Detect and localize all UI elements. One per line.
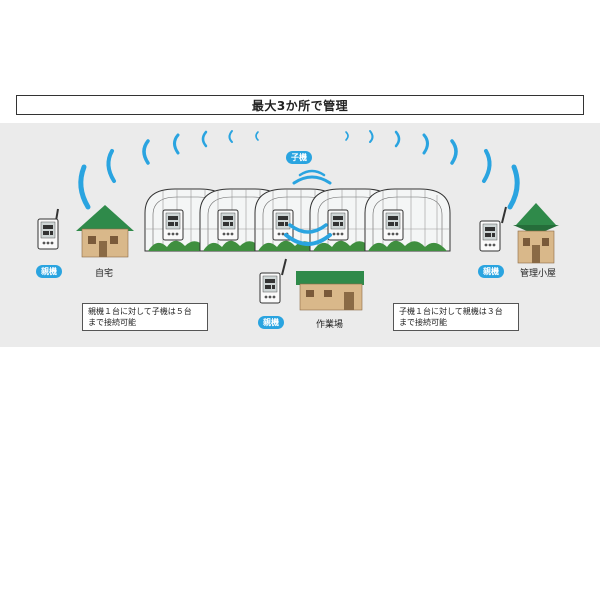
child-device-5 xyxy=(382,209,404,241)
parent-device-home xyxy=(37,208,59,250)
parent-device-hut xyxy=(479,206,507,252)
child-device-1 xyxy=(162,209,184,241)
workshop-building-icon xyxy=(296,271,364,311)
scene-svg xyxy=(37,130,559,311)
note-left: 親機１台に対して子機は５台 まで接続可能 xyxy=(82,303,208,331)
page-title: 最大3か所で管理 xyxy=(16,95,584,115)
note-left-line1: 親機１台に対して子機は５台 xyxy=(88,307,192,316)
parent-device-workshop xyxy=(259,258,287,304)
parent-tag-home: 親機 xyxy=(36,265,62,278)
greenhouse-5 xyxy=(364,188,451,252)
child-tag: 子機 xyxy=(286,151,312,164)
parent-tag-workshop: 親機 xyxy=(258,316,284,329)
home-house-icon xyxy=(76,205,134,258)
illustration-panel: 子機 親機 親機 親機 自宅 管理小屋 作業場 親機１台に対して子機は５台 まで… xyxy=(0,123,600,347)
child-device-2 xyxy=(217,209,239,241)
note-right-line1: 子機１台に対して親機は３台 xyxy=(399,307,503,316)
label-workshop: 作業場 xyxy=(316,320,344,330)
hut-building-icon xyxy=(513,203,559,264)
note-left-line2: まで接続可能 xyxy=(88,318,136,327)
signal-waves-icon xyxy=(78,130,520,246)
label-hut: 管理小屋 xyxy=(520,269,557,279)
note-right: 子機１台に対して親機は３台 まで接続可能 xyxy=(393,303,519,331)
label-home: 自宅 xyxy=(95,269,114,279)
parent-tag-hut: 親機 xyxy=(478,265,504,278)
note-right-line2: まで接続可能 xyxy=(399,318,447,327)
title-text: 最大3か所で管理 xyxy=(251,98,349,113)
